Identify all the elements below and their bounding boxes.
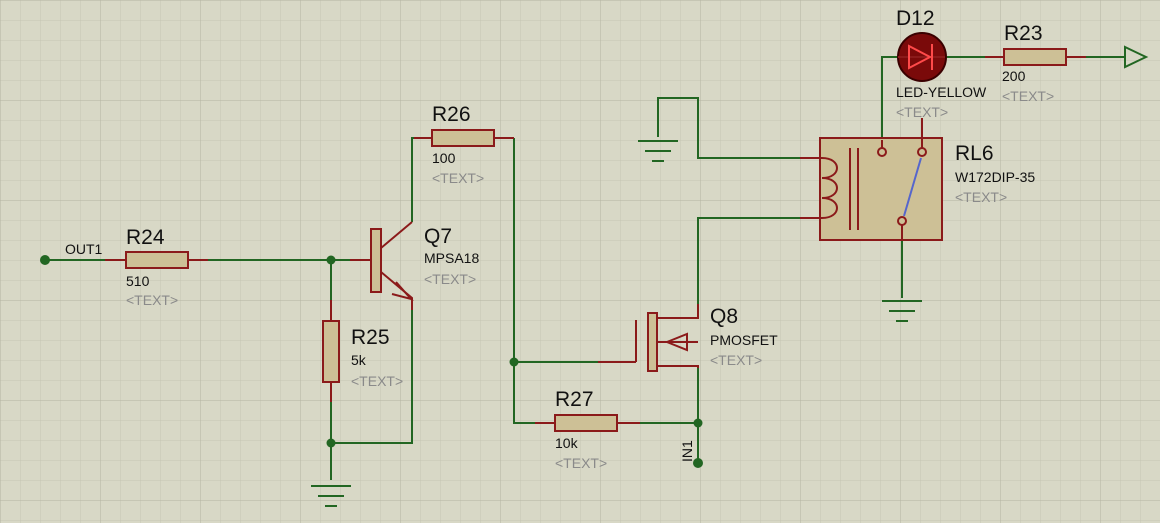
junction-dot — [326, 438, 336, 448]
resistor-r23[interactable]: R23 200 <TEXT> — [985, 22, 1086, 104]
resistor-r24[interactable]: R24 510 <TEXT> — [105, 226, 208, 308]
r26-value-label: 100 — [432, 150, 456, 166]
r23-ref-label: R23 — [1004, 22, 1043, 45]
led-d12[interactable]: D12 LED-YELLOW <TEXT> — [896, 7, 987, 120]
r25-text-placeholder: <TEXT> — [351, 373, 403, 389]
ground-symbol-left[interactable] — [311, 485, 351, 507]
r27-text-placeholder: <TEXT> — [555, 455, 607, 471]
r26-text-placeholder: <TEXT> — [432, 170, 484, 186]
q7-ref-label: Q7 — [424, 225, 452, 248]
r27-ref-label: R27 — [555, 388, 594, 411]
q8-text-placeholder: <TEXT> — [710, 352, 762, 368]
rl6-value-label: W172DIP-35 — [955, 169, 1035, 185]
r24-value-label: 510 — [126, 273, 150, 289]
r24-text-placeholder: <TEXT> — [126, 292, 178, 308]
transistor-q7[interactable]: Q7 MPSA18 <TEXT> — [350, 221, 479, 310]
q7-text-placeholder: <TEXT> — [424, 271, 476, 287]
r25-value-label: 5k — [351, 352, 367, 368]
rl6-text-placeholder: <TEXT> — [955, 189, 1007, 205]
d12-value-label: LED-YELLOW — [896, 84, 987, 100]
ground-symbol-relay[interactable] — [882, 300, 922, 322]
ground-symbol-upper[interactable] — [638, 140, 678, 162]
r23-value-label: 200 — [1002, 68, 1026, 84]
r25-ref-label: R25 — [351, 326, 390, 349]
q8-ref-label: Q8 — [710, 305, 738, 328]
r24-ref-label: R24 — [126, 226, 165, 249]
in1-terminal-dot[interactable] — [693, 458, 703, 468]
wires — [45, 56, 1125, 480]
out1-terminal-dot[interactable] — [40, 255, 50, 265]
junctions — [40, 255, 703, 468]
d12-ref-label: D12 — [896, 7, 935, 30]
r23-text-placeholder: <TEXT> — [1002, 88, 1054, 104]
junction-dot — [509, 357, 519, 367]
relay-rl6[interactable]: RL6 W172DIP-35 <TEXT> — [800, 118, 1035, 241]
r27-value-label: 10k — [555, 435, 579, 451]
out1-terminal-label: OUT1 — [65, 241, 103, 257]
output-terminal-arrow[interactable] — [1124, 45, 1149, 69]
resistor-r27[interactable]: R27 10k <TEXT> — [535, 388, 640, 471]
transistor-q8[interactable]: Q8 PMOSFET <TEXT> — [598, 304, 778, 372]
junction-dot — [693, 418, 703, 428]
d12-text-placeholder: <TEXT> — [896, 104, 948, 120]
q8-value-label: PMOSFET — [710, 332, 778, 348]
q7-value-label: MPSA18 — [424, 250, 479, 266]
r26-ref-label: R26 — [432, 103, 471, 126]
resistor-r26[interactable]: R26 100 <TEXT> — [414, 103, 514, 186]
junction-dot — [326, 255, 336, 265]
in1-terminal-label: IN1 — [679, 440, 695, 462]
rl6-ref-label: RL6 — [955, 142, 994, 165]
resistor-r25[interactable]: R25 5k <TEXT> — [322, 300, 403, 402]
